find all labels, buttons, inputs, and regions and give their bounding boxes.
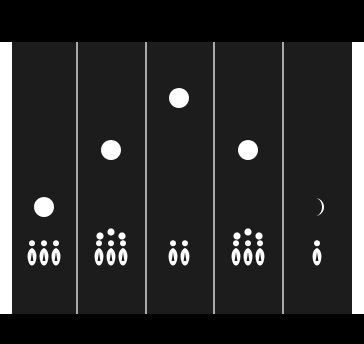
moon-icon: [32, 195, 56, 219]
moon-icon: [236, 138, 260, 162]
bowling-pin-icon: [243, 240, 253, 266]
stacked-ball-icon: [244, 228, 252, 236]
lane-divider: [76, 42, 78, 314]
bowling-pin-icon: [180, 240, 190, 266]
bowling-pin-icon: [168, 240, 178, 266]
bowling-pin-icon: [312, 240, 322, 266]
top-bar: [0, 0, 364, 42]
stacked-ball-icon: [255, 232, 263, 240]
bowling-pin-icon: [106, 240, 116, 266]
game-board: [12, 42, 352, 314]
lane-divider: [282, 42, 284, 314]
stacked-ball-icon: [118, 232, 126, 240]
bowling-pin-icon: [51, 240, 61, 266]
stacked-ball-icon: [233, 232, 241, 240]
bowling-pin-icon: [255, 240, 265, 266]
bowling-pin-icon: [231, 240, 241, 266]
crescent-moon-icon: [305, 195, 329, 219]
bowling-pin-icon: [27, 240, 37, 266]
bowling-pin-icon: [39, 240, 49, 266]
bowling-pin-icon: [118, 240, 128, 266]
lane-divider: [213, 42, 215, 314]
bottom-bar: [0, 314, 364, 344]
stacked-ball-icon: [107, 228, 115, 236]
stacked-ball-icon: [96, 232, 104, 240]
moon-icon: [167, 86, 191, 110]
lane-divider: [145, 42, 147, 314]
bowling-pin-icon: [94, 240, 104, 266]
moon-icon: [99, 138, 123, 162]
